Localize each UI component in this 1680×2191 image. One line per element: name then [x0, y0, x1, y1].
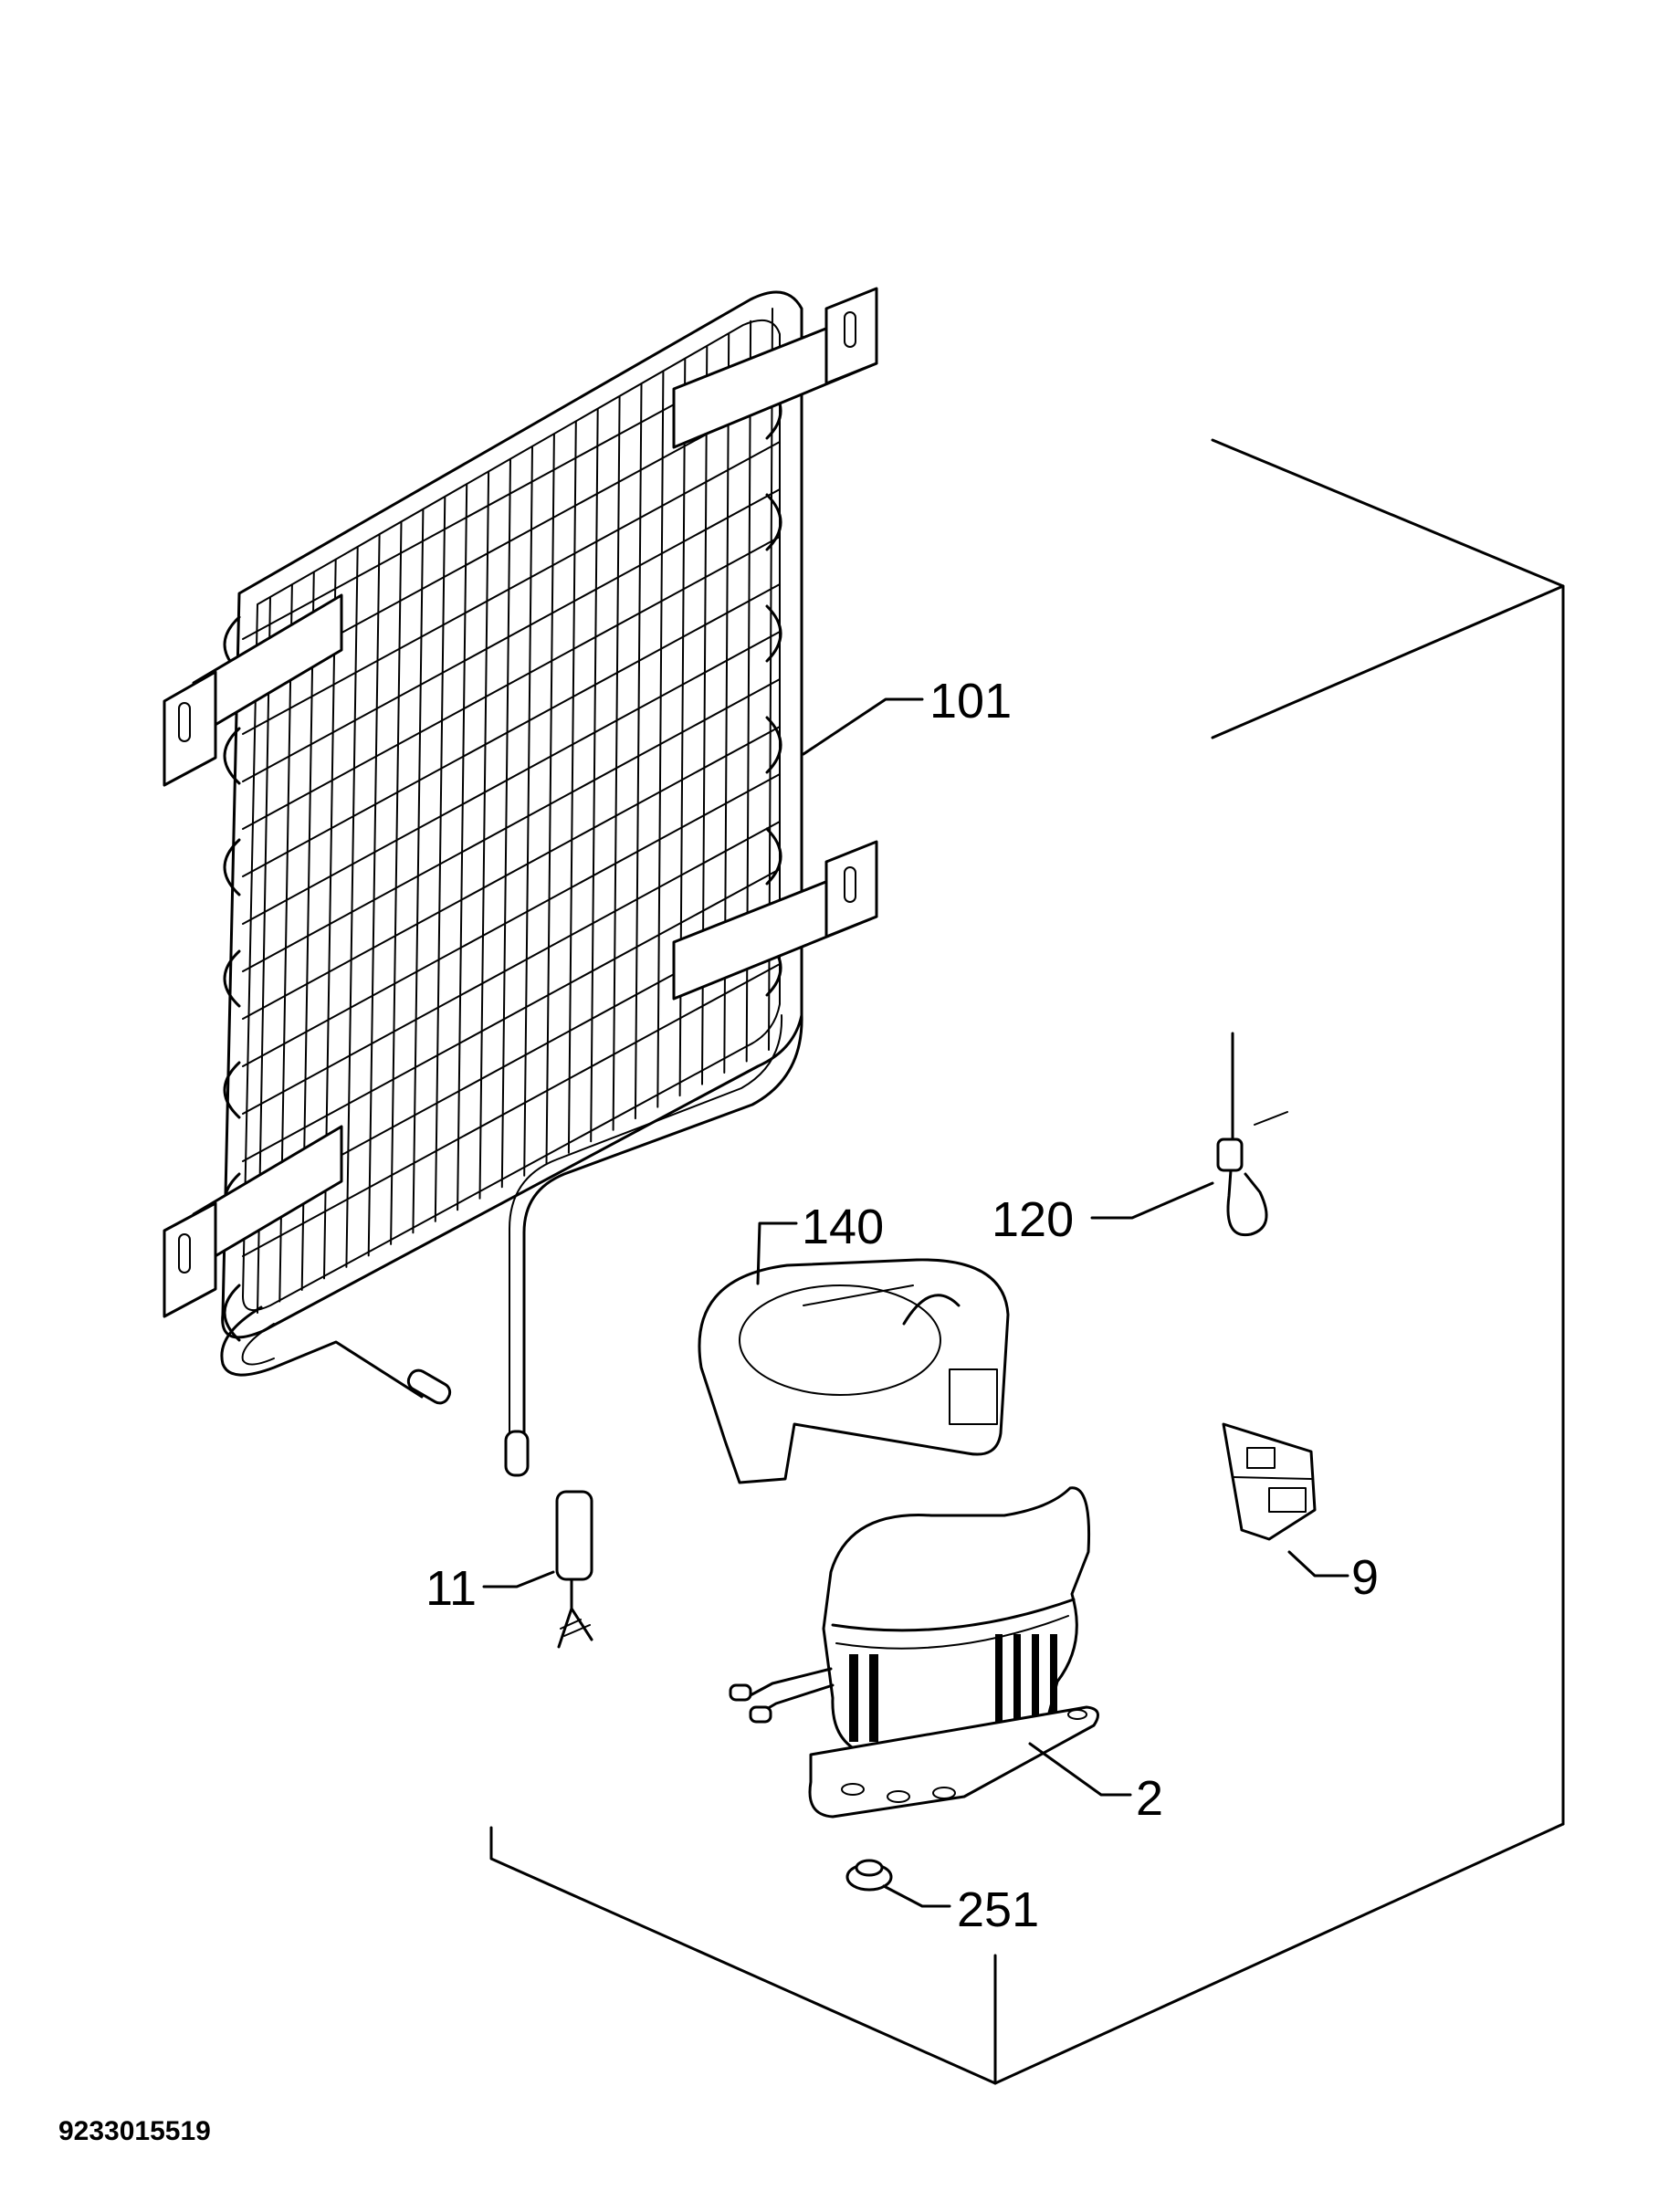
compressor-shade-stripe: [849, 1654, 858, 1742]
callout-101: 101: [929, 674, 1012, 729]
condenser-rung: [242, 678, 781, 972]
condenser-wire: [523, 446, 533, 1177]
condenser-rung: [242, 583, 781, 877]
rubber-grommet: [845, 1859, 893, 1892]
condenser-rung: [242, 726, 781, 1020]
condenser-wire: [545, 433, 555, 1166]
compressor-shade-stripe: [995, 1634, 1003, 1735]
callout-120: 120: [992, 1192, 1074, 1247]
condenser-wire: [656, 370, 665, 1108]
drip-tray: [698, 1258, 1010, 1484]
condenser-bracket-top-right: [672, 287, 878, 449]
condenser-wire: [367, 533, 381, 1257]
condenser-loop-left: [223, 1284, 241, 1342]
compressor-shading: [849, 1634, 1057, 1742]
callout-140: 140: [802, 1200, 884, 1254]
callout-2: 2: [1136, 1771, 1163, 1826]
document-number: 9233015519: [58, 2116, 211, 2146]
condenser-rung: [242, 963, 781, 1257]
condenser-wire: [478, 470, 490, 1200]
callout-labels: 101 140 120 11 9 2 251 9233015519: [58, 674, 1379, 2146]
condenser-wire: [634, 383, 643, 1120]
condenser-wire: [567, 420, 577, 1154]
callout-251: 251: [957, 1882, 1039, 1937]
condenser-bracket-lower-right: [672, 840, 878, 1001]
compressor-shade-stripe: [1013, 1634, 1021, 1735]
condenser-wire: [345, 546, 359, 1268]
condenser-wire: [590, 407, 599, 1143]
condenser-loop-right: [765, 827, 782, 886]
callout-11: 11: [425, 1561, 477, 1616]
condenser-wire: [390, 520, 403, 1245]
condenser-loop-right: [765, 716, 782, 774]
condenser-wire: [457, 483, 468, 1211]
leader-lines: [482, 697, 1349, 1908]
thermal-protector: [1216, 1032, 1288, 1237]
condenser-wire: [412, 508, 425, 1234]
condenser-loop-left: [223, 949, 241, 1008]
condenser-rung: [242, 773, 781, 1067]
condenser-bracket-mid-left: [163, 593, 343, 787]
compressor-shade-stripe: [869, 1654, 878, 1742]
cabinet-outline: [489, 438, 1565, 2085]
condenser-rung: [242, 536, 781, 830]
condenser-loop-right: [765, 604, 782, 663]
condenser-rung: [242, 441, 781, 735]
starting-relay: [1222, 1422, 1317, 1541]
condenser-loop-left: [223, 1061, 241, 1119]
compressor-shade-stripe: [1050, 1634, 1057, 1735]
compressor-shade-stripe: [1032, 1634, 1039, 1735]
condenser-wire: [434, 496, 446, 1222]
condenser-rung: [242, 868, 781, 1162]
condenser: [163, 287, 878, 1477]
condenser-rung: [242, 821, 781, 1115]
condenser-wire: [612, 395, 621, 1131]
condenser-loop-left: [223, 727, 241, 785]
condenser-loop-left: [223, 838, 241, 896]
filter-drier: [555, 1490, 593, 1649]
condenser-wire: [500, 457, 511, 1189]
callout-9: 9: [1351, 1550, 1379, 1605]
condenser-bracket-bottom-left: [163, 1125, 343, 1318]
compressor: [729, 1486, 1099, 1819]
condenser-rung: [242, 488, 781, 782]
condenser-rung: [242, 631, 781, 925]
condenser-loop-right: [765, 493, 782, 551]
